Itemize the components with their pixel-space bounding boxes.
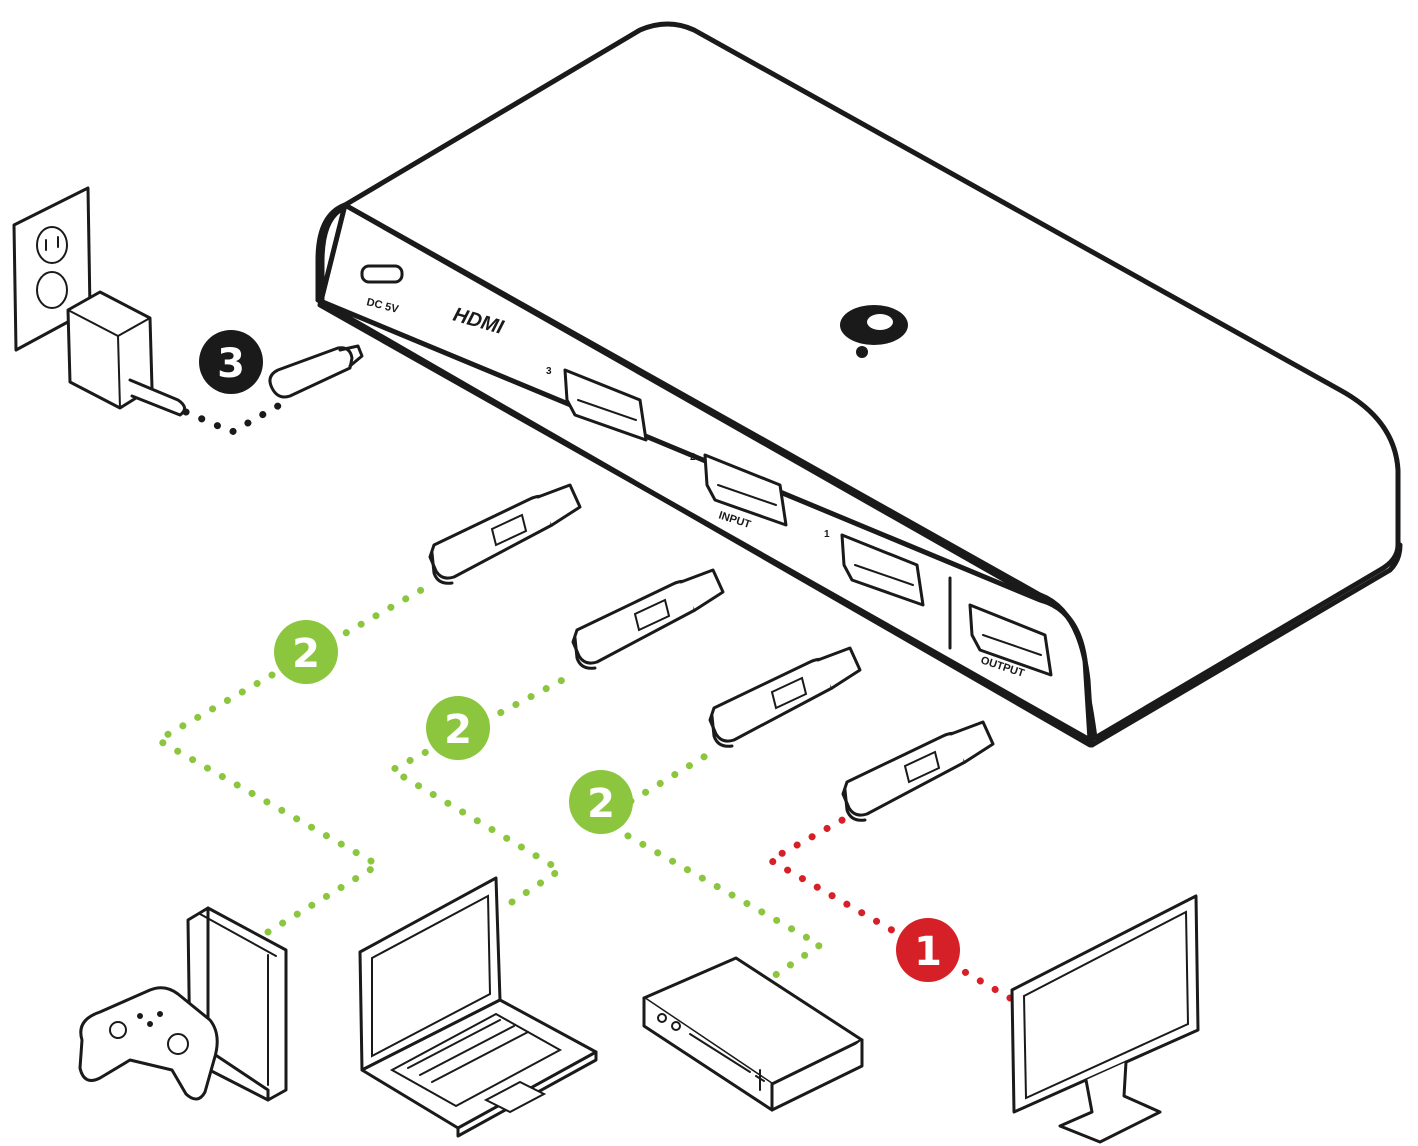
- svg-text:1: 1: [914, 929, 942, 975]
- svg-text:3: 3: [217, 341, 245, 387]
- step-badge-2-media-box: 2: [569, 770, 633, 834]
- hdmi-logo: HDMI: [451, 304, 507, 339]
- step-badge-2-console: 2: [274, 620, 338, 684]
- media-box-icon: [642, 956, 864, 1112]
- step-badge-2-laptop: 2: [426, 696, 490, 760]
- dc-plug-icon: [268, 344, 364, 399]
- dc-jack-label: DC 5V: [365, 296, 400, 316]
- brand-logo-icon: [840, 305, 908, 358]
- power-adapter-icon: [66, 290, 186, 417]
- monitor-icon: [1010, 894, 1200, 1144]
- hdmi-plug-icon: [428, 483, 995, 822]
- svg-text:2: 2: [444, 707, 472, 753]
- svg-text:2: 2: [587, 781, 615, 827]
- port-number-2: 2: [690, 452, 696, 463]
- hdmi-switch-icon: DC 5V HDMI 3 2 INPUT 1 OUTPUT: [315, 21, 1403, 748]
- port-number-1: 1: [824, 529, 830, 540]
- step-badge-3: 3: [199, 330, 263, 394]
- input-port-1: 1: [824, 529, 925, 607]
- step-badge-1: 1: [896, 918, 960, 982]
- laptop-icon: [358, 876, 598, 1138]
- input-port-3: 3: [546, 366, 648, 442]
- port-number-3: 3: [546, 366, 552, 377]
- svg-text:2: 2: [292, 631, 320, 677]
- dc-jack: [360, 264, 404, 284]
- game-console-icon: [78, 906, 288, 1102]
